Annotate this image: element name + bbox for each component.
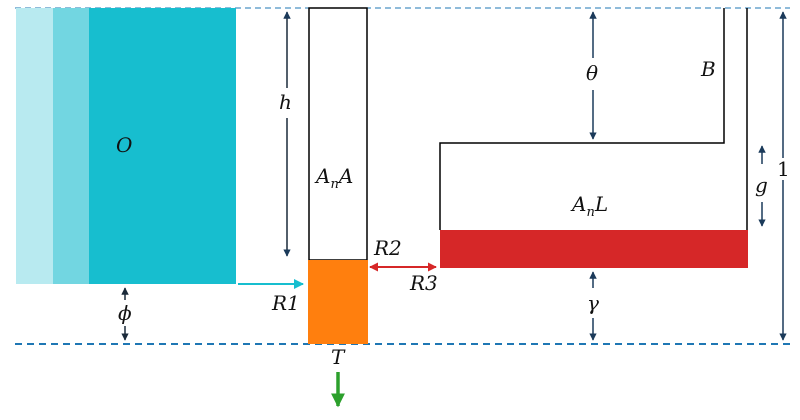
- block-O: [16, 8, 236, 284]
- label-g: g: [755, 173, 768, 197]
- label-R3: R3: [409, 271, 438, 295]
- label-h: h: [279, 90, 292, 114]
- red-bar: [440, 230, 748, 268]
- block-O-mid-strip: [53, 8, 89, 284]
- label-B: B: [700, 57, 716, 81]
- label-R1: R1: [271, 291, 300, 315]
- label-AnA: AnA: [314, 164, 353, 192]
- label-theta: θ: [586, 61, 598, 85]
- label-O: O: [116, 133, 132, 157]
- label-phi: ϕ: [118, 301, 132, 325]
- label-T: T: [331, 345, 346, 369]
- block-O-dark-strip: [89, 8, 236, 284]
- label-gamma: γ: [587, 291, 599, 315]
- label-one: 1: [777, 157, 790, 181]
- label-AnL: AnL: [570, 192, 608, 220]
- column-AnA: [308, 7, 368, 261]
- label-R2: R2: [373, 236, 402, 260]
- block-O-light-strip: [16, 8, 53, 284]
- container-AnL-outline: [439, 8, 725, 230]
- block-T: [308, 260, 368, 344]
